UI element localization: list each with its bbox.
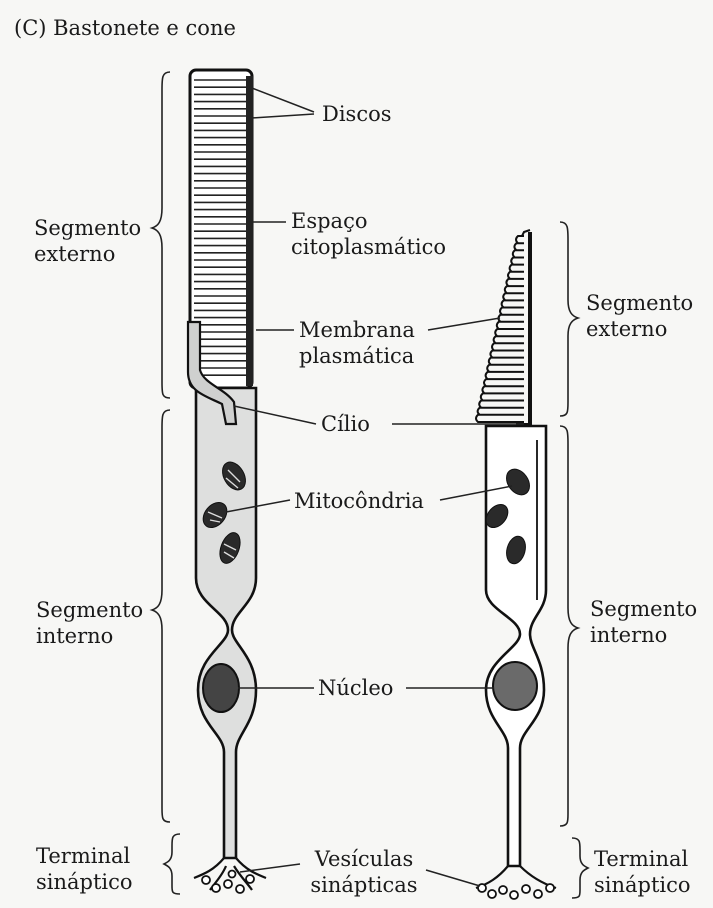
rod-label-terminal-sinaptico: Terminal sináptico [36,843,133,895]
cone-vesicles [478,884,554,899]
label-membrana-plasmatica: Membrana plasmática [299,317,415,369]
cone-cell [476,230,556,899]
label-vesiculas-sinapticas: Vesículas sinápticas [303,846,425,898]
label-nucleo: Núcleo [318,675,393,701]
rod-cell [188,70,266,893]
rod-nucleus [203,664,239,712]
rod-inner-segment [196,388,256,858]
label-cilio: Cílio [321,411,370,437]
label-discos: Discos [322,101,392,127]
rod-label-segmento-externo: Segmento externo [34,215,141,267]
cone-label-segmento-externo: Segmento externo [586,290,693,342]
cone-synaptic-terminal [476,866,556,888]
rod-label-segmento-interno: Segmento interno [36,597,143,649]
diagram-title: (C) Bastonete e cone [14,15,236,41]
cone-label-terminal-sinaptico: Terminal sináptico [594,846,691,898]
cone-label-segmento-interno: Segmento interno [590,596,697,648]
cone-outer-segment [476,236,524,422]
label-espaco-citoplasmatico: Espaço citoplasmático [291,208,446,260]
label-mitocondria: Mitocôndria [294,488,424,514]
cone-nucleus [493,662,537,710]
